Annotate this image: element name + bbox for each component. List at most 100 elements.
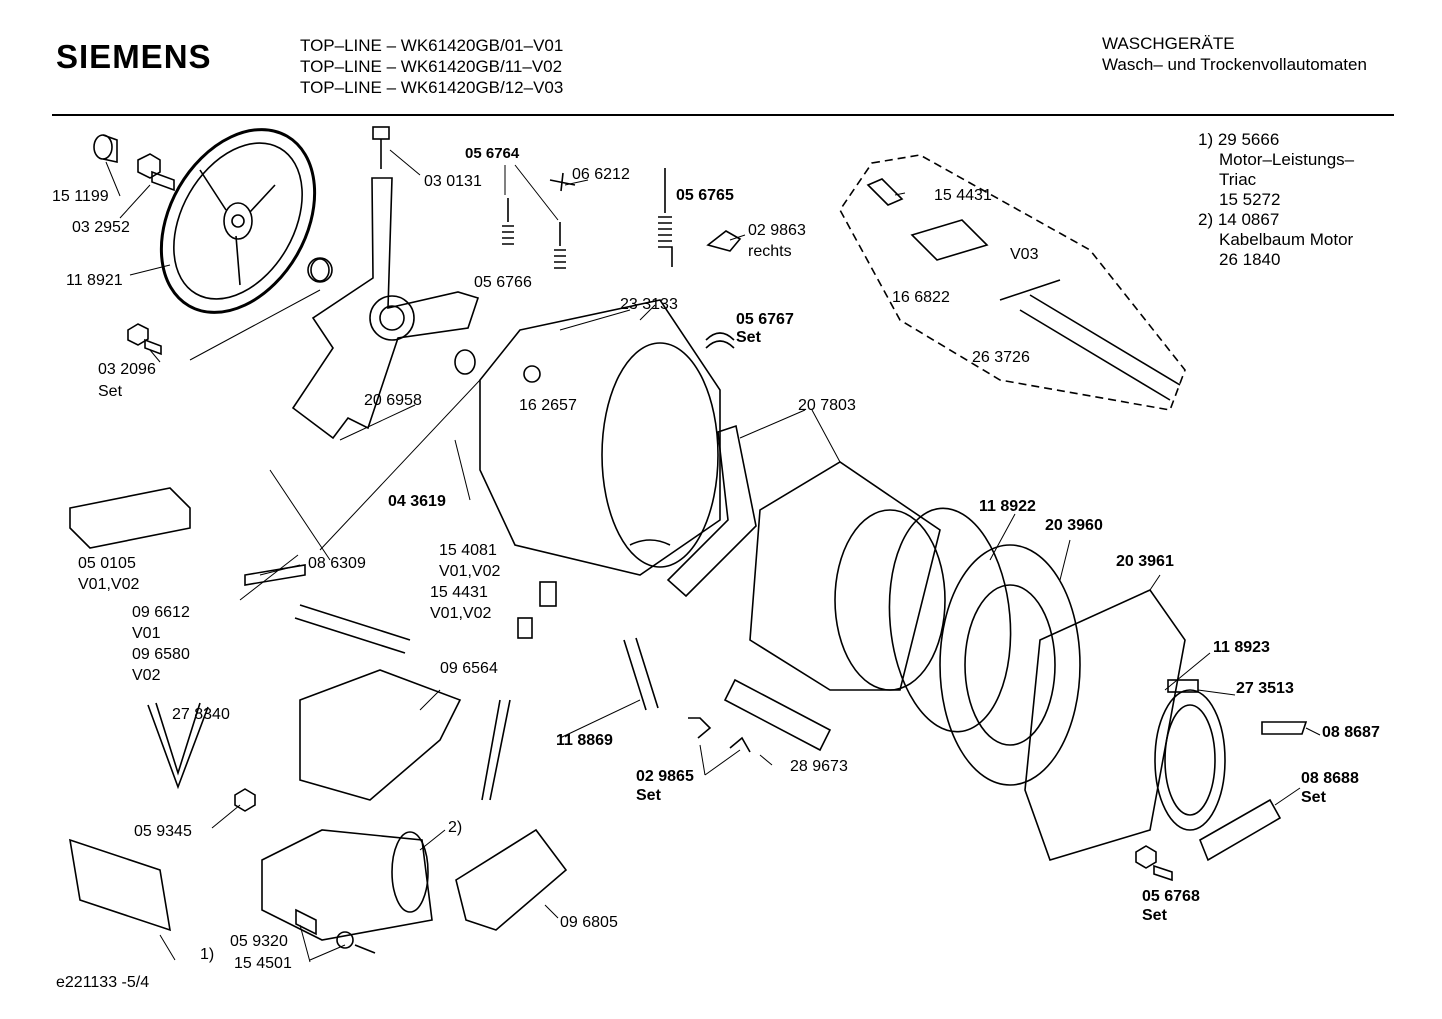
damper-2	[623, 637, 659, 711]
model-line-1: TOP–LINE – WK61420GB/01–V01	[300, 36, 564, 55]
model-line-3: TOP–LINE – WK61420GB/12–V03	[300, 78, 564, 97]
pump-connector-154431	[866, 178, 904, 206]
note-line: Triac	[1219, 170, 1257, 189]
part-label: 08 8687	[1322, 724, 1380, 741]
part-label: Set	[1142, 907, 1167, 924]
brand-logo: SIEMENS	[56, 38, 212, 75]
part-label: Set	[1301, 789, 1326, 806]
handle-088687	[1261, 721, 1308, 735]
part-label: 1)	[200, 946, 215, 963]
drum-flange-207803	[666, 424, 757, 598]
part-label: 04 3619	[388, 493, 446, 510]
bolt-032096	[127, 323, 162, 356]
seal-ring-118922	[888, 507, 1012, 733]
part-label: 11 8869	[556, 732, 613, 749]
part-label: Set	[736, 329, 761, 346]
part-label: 2)	[448, 819, 463, 836]
damper-118869	[481, 699, 511, 801]
part-label: 08 6309	[308, 555, 366, 572]
heater-096612	[244, 564, 411, 654]
motor-cover-096564	[299, 669, 462, 801]
pump-096805	[455, 828, 568, 931]
part-label: 20 6958	[364, 392, 422, 409]
bearing-sleeve	[310, 258, 476, 375]
part-label: V02	[132, 667, 161, 684]
part-label: 09 6612	[132, 604, 190, 621]
drum-spider	[291, 177, 480, 440]
part-label: 06 6212	[572, 166, 630, 183]
part-label: 16 2657	[519, 397, 577, 414]
bolt-056768	[1135, 845, 1173, 882]
control-board	[68, 838, 172, 932]
part-label: 15 4081	[439, 542, 497, 559]
category-title: WASCHGERÄTE	[1102, 34, 1235, 53]
part-label: 15 4431	[934, 187, 992, 204]
washer-154501	[336, 931, 376, 954]
part-label: 28 9673	[790, 758, 848, 775]
part-label: rechts	[748, 243, 792, 260]
part-label: 11 8921	[66, 272, 123, 289]
door-seal-203961	[1024, 588, 1226, 861]
part-label: 23 3133	[620, 296, 678, 313]
front-tub-203960	[939, 544, 1081, 786]
valve-029865	[688, 717, 751, 753]
pulley-wheel	[159, 128, 317, 314]
part-label: 05 0105	[78, 555, 136, 572]
part-label: 20 3960	[1045, 517, 1103, 534]
v03-group-outline	[839, 154, 1186, 411]
inner-drum	[749, 461, 946, 691]
part-label: 09 6580	[132, 646, 190, 663]
note-line: 26 1840	[1219, 250, 1281, 269]
part-label: 15 4431	[430, 584, 488, 601]
part-label: 11 8923	[1213, 639, 1270, 656]
filter-pump-289673	[723, 678, 832, 752]
springs-056764	[502, 198, 566, 269]
part-label: 03 2096	[98, 361, 156, 378]
part-label: 15 1199	[52, 188, 109, 205]
part-label: Set	[636, 787, 661, 804]
sensor-154081	[539, 581, 557, 607]
part-label: Set	[98, 383, 123, 400]
part-label: 05 6764	[465, 145, 520, 162]
part-label: 16 6822	[892, 289, 950, 306]
model-line-2: TOP–LINE – WK61420GB/11–V02	[300, 57, 563, 76]
note-line: 2) 14 0867	[1198, 210, 1280, 229]
note-line: Kabelbaum Motor	[1219, 230, 1354, 249]
pressostat-166822	[910, 219, 989, 261]
part-label: V01,V02	[430, 605, 492, 622]
part-label: 15 4501	[234, 955, 292, 972]
part-label: 02 9865	[636, 768, 694, 785]
part-label: 27 8340	[172, 706, 230, 723]
note-line: Motor–Leistungs–	[1219, 150, 1355, 169]
part-label: 09 6805	[560, 914, 618, 931]
bolt-059345	[234, 788, 256, 812]
part-label: 05 6768	[1142, 888, 1200, 905]
part-label: 05 9345	[134, 823, 192, 840]
bolt-032952	[137, 153, 175, 192]
part-label: 03 0131	[424, 173, 482, 190]
note-line: 1) 29 5666	[1198, 130, 1280, 149]
bushing-151199	[93, 134, 118, 163]
spring-056765	[658, 168, 673, 267]
weight-029863	[706, 230, 742, 252]
part-label: V01,V02	[439, 563, 501, 580]
part-label: 26 3726	[972, 349, 1030, 366]
note-line: 15 5272	[1219, 190, 1281, 209]
bracket-088688	[1198, 798, 1282, 862]
drawing-number: e221133 -5/4	[56, 974, 150, 991]
bolt-030131	[372, 126, 390, 169]
bushing-059320	[295, 908, 317, 936]
part-label: V03	[1010, 246, 1039, 263]
part-label: V01,V02	[78, 576, 140, 593]
belt-278340	[147, 702, 209, 790]
category-subtitle: Wasch– und Trockenvollautomaten	[1102, 55, 1367, 74]
part-label: 20 7803	[798, 397, 856, 414]
part-label: 05 6767	[736, 311, 794, 328]
clamp-273513	[1167, 679, 1199, 693]
part-label: V01	[132, 625, 161, 642]
sensor-154431b	[517, 617, 533, 639]
heater-263726	[999, 279, 1181, 401]
part-label: 02 9863	[748, 222, 806, 239]
part-label: 08 8688	[1301, 770, 1359, 787]
